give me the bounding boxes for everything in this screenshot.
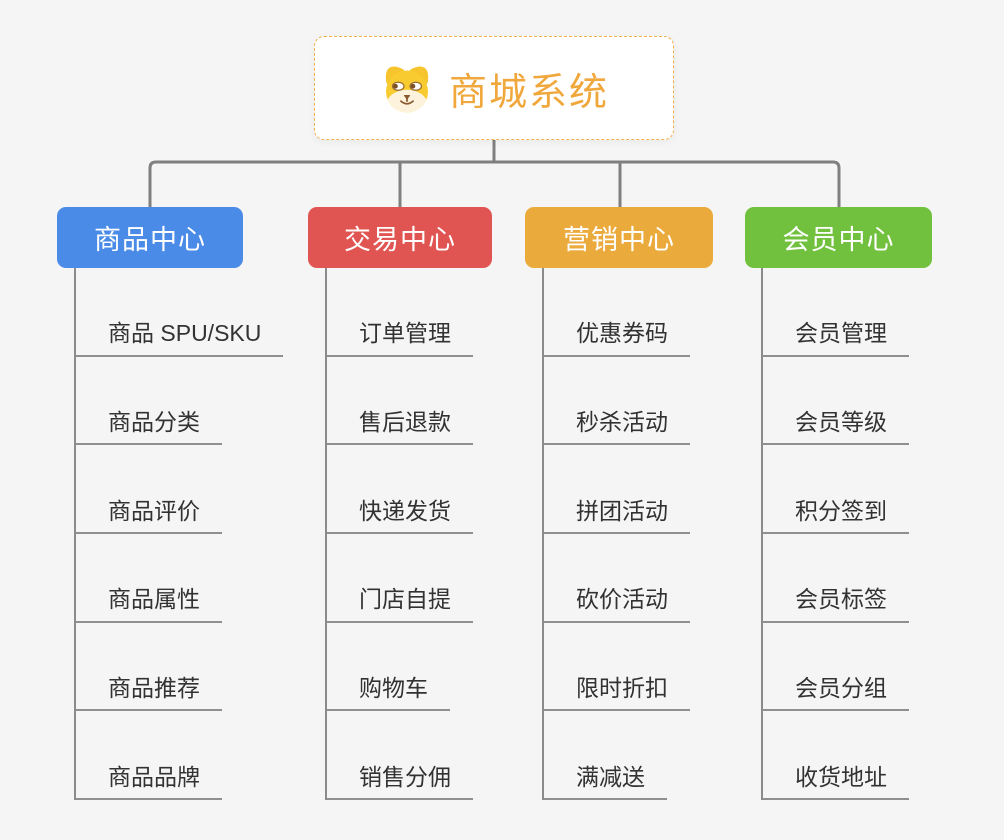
leaf-topic[interactable]: 收货地址 — [763, 764, 909, 801]
leaf-topic[interactable]: 订单管理 — [327, 320, 473, 357]
leaf-topic[interactable]: 秒杀活动 — [544, 409, 690, 446]
leaf-row: 会员等级 — [763, 357, 909, 446]
leaf-row: 收货地址 — [763, 711, 909, 801]
root-topic[interactable]: 商城系统 — [314, 36, 674, 140]
leaf-row: 限时折扣 — [544, 623, 690, 712]
branch-children: 商品 SPU/SKU 商品分类商品评价商品属性商品推荐商品品牌 — [74, 268, 284, 801]
leaf-topic[interactable]: 商品分类 — [76, 409, 222, 446]
branch-children: 订单管理售后退款快递发货门店自提购物车销售分佣 — [325, 268, 473, 801]
leaf-topic[interactable]: 商品评价 — [76, 498, 222, 535]
leaf-row: 积分签到 — [763, 445, 909, 535]
branch-topic[interactable]: 营销中心 — [525, 207, 713, 268]
leaf-topic[interactable]: 会员等级 — [763, 409, 909, 446]
leaf-row: 拼团活动 — [544, 445, 690, 535]
leaf-topic[interactable]: 优惠券码 — [544, 320, 690, 357]
leaf-row: 商品品牌 — [76, 711, 283, 801]
dog-face-icon — [385, 66, 429, 113]
branch-children: 优惠券码秒杀活动拼团活动砍价活动限时折扣满减送 — [542, 268, 690, 801]
leaf-topic[interactable]: 商品品牌 — [76, 764, 222, 801]
leaf-topic[interactable]: 会员标签 — [763, 586, 909, 623]
leaf-topic[interactable]: 满减送 — [544, 764, 667, 801]
leaf-row: 售后退款 — [327, 357, 473, 446]
leaf-topic[interactable]: 销售分佣 — [327, 764, 473, 801]
leaf-row: 快递发货 — [327, 445, 473, 535]
leaf-topic[interactable]: 限时折扣 — [544, 675, 690, 712]
leaf-topic[interactable]: 快递发货 — [327, 498, 473, 535]
branch-topic[interactable]: 会员中心 — [745, 207, 932, 268]
leaf-topic[interactable]: 商品属性 — [76, 586, 222, 623]
leaf-row: 砍价活动 — [544, 534, 690, 623]
leaf-topic[interactable]: 商品推荐 — [76, 675, 222, 712]
leaf-topic[interactable]: 购物车 — [327, 675, 450, 712]
leaf-row: 商品分类 — [76, 357, 283, 446]
leaf-row: 会员分组 — [763, 623, 909, 712]
branch-topic[interactable]: 交易中心 — [308, 207, 492, 268]
leaf-row: 门店自提 — [327, 534, 473, 623]
leaf-row: 会员管理 — [763, 268, 909, 357]
leaf-topic[interactable]: 售后退款 — [327, 409, 473, 446]
leaf-row: 优惠券码 — [544, 268, 690, 357]
leaf-row: 销售分佣 — [327, 711, 473, 801]
leaf-topic[interactable]: 门店自提 — [327, 586, 473, 623]
leaf-row: 秒杀活动 — [544, 357, 690, 446]
branch-children: 会员管理会员等级积分签到会员标签会员分组收货地址 — [761, 268, 909, 801]
branch-topic[interactable]: 商品中心 — [57, 207, 243, 268]
leaf-row: 商品属性 — [76, 534, 283, 623]
leaf-topic[interactable]: 商品 SPU/SKU — [76, 320, 284, 357]
leaf-topic[interactable]: 会员管理 — [763, 320, 909, 357]
leaf-topic[interactable]: 拼团活动 — [544, 498, 690, 535]
leaf-row: 购物车 — [327, 623, 473, 712]
leaf-row: 会员标签 — [763, 534, 909, 623]
leaf-row: 商品评价 — [76, 445, 283, 535]
leaf-row: 满减送 — [544, 711, 690, 801]
leaf-row: 商品推荐 — [76, 623, 283, 712]
leaf-row: 订单管理 — [327, 268, 473, 357]
leaf-topic[interactable]: 会员分组 — [763, 675, 909, 712]
leaf-topic[interactable]: 积分签到 — [763, 498, 909, 535]
leaf-row: 商品 SPU/SKU — [76, 268, 284, 357]
leaf-topic[interactable]: 砍价活动 — [544, 586, 690, 623]
root-topic-title: 商城系统 — [448, 71, 609, 114]
